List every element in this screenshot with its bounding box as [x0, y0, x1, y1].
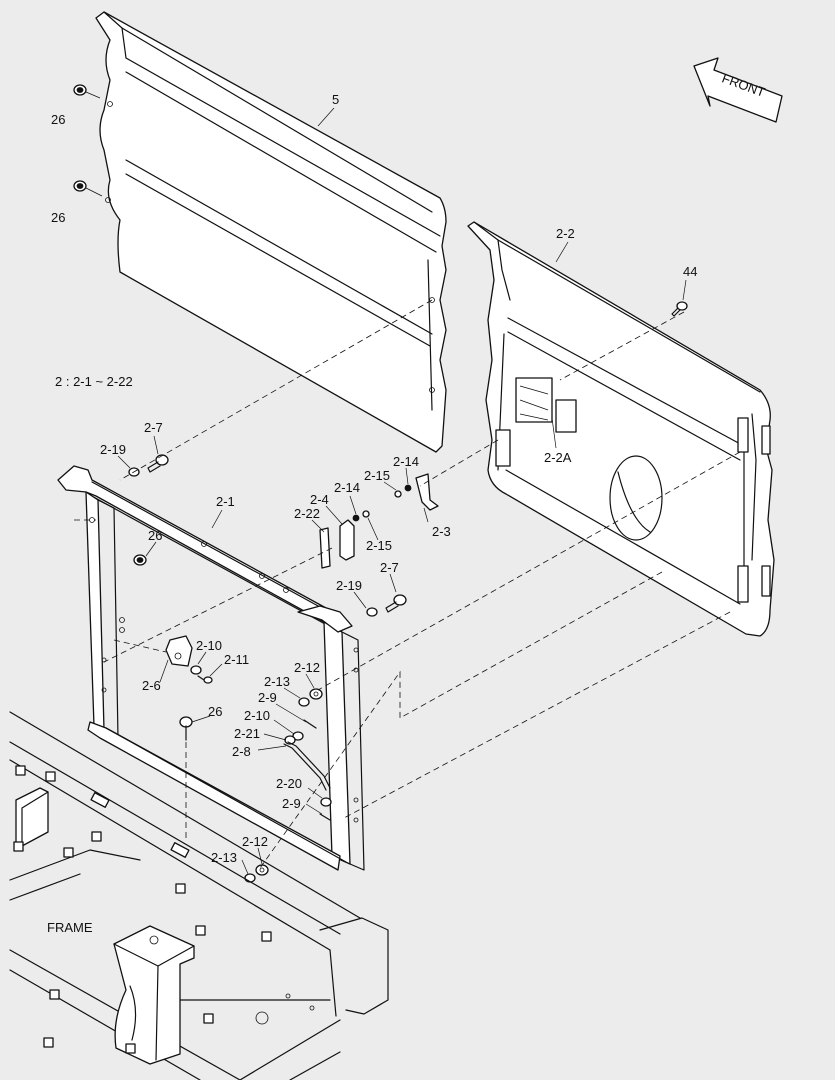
callout-2-11: 2-11: [224, 652, 249, 667]
callout-26-middle: 26: [51, 210, 65, 225]
callout-2-20: 2-20: [276, 776, 302, 791]
rod-2-8: [283, 741, 331, 791]
callout-2-15-right: 2-15: [364, 468, 390, 483]
callout-2-4: 2-4: [310, 492, 329, 507]
callout-2-13-upper: 2-13: [264, 674, 290, 689]
bracket-2-6: [165, 635, 193, 667]
callout-2-15-left: 2-15: [366, 538, 392, 553]
callout-2-2: 2-2: [556, 226, 575, 241]
callout-2-9-upper: 2-9: [258, 690, 277, 705]
front-direction-arrow: FRONT: [693, 57, 783, 123]
callout-2-12-lower: 2-12: [242, 834, 268, 849]
nut-2-13-lower: [244, 873, 256, 883]
leader-lines: [117, 107, 569, 875]
callout-2-8: 2-8: [232, 744, 251, 759]
bolt-44: [671, 279, 688, 317]
callout-2-10-upper: 2-10: [196, 638, 222, 653]
screw-2-15-a: [362, 510, 370, 518]
striker-2-22: [319, 527, 331, 569]
callout-26-frame: 26: [148, 528, 162, 543]
washer-2-12-upper: [309, 688, 323, 700]
callout-2-22: 2-22: [294, 506, 320, 521]
washer-2-10-lower: [292, 731, 304, 741]
callout-labels: 5 26 26 2-2 44 2 : 2-1 ~ 2-22 2-2A 2-7 2…: [47, 92, 697, 935]
bolt-2-11: [197, 675, 213, 684]
bolt-2-7-lower: [385, 594, 407, 613]
bolt-26-middle: [73, 180, 103, 197]
washer-2-20: [320, 797, 332, 807]
callout-2-14-left: 2-14: [334, 480, 360, 495]
callout-2-10-lower: 2-10: [244, 708, 270, 723]
bolt-2-7-upper: [147, 454, 169, 473]
callout-2-1: 2-1: [216, 494, 235, 509]
callout-2-13-lower: 2-13: [211, 850, 237, 865]
callout-2-6: 2-6: [142, 678, 161, 693]
callout-2-21: 2-21: [234, 726, 260, 741]
washer-2-19-lower: [366, 607, 378, 617]
callout-5: 5: [332, 92, 339, 107]
pin-2-9-upper: [303, 719, 317, 729]
washer-2-10-upper: [190, 665, 202, 675]
callout-26-top: 26: [51, 112, 65, 127]
upper-cover-panel: [95, 11, 447, 453]
callout-26-lower: 26: [208, 704, 222, 719]
callout-2-2A: 2-2A: [544, 450, 572, 465]
callout-2-12-upper: 2-12: [294, 660, 320, 675]
callout-2-7-upper: 2-7: [144, 420, 163, 435]
callout-2-9-lower: 2-9: [282, 796, 301, 811]
bolt-26-top: [73, 84, 101, 99]
bracket-2-3: [394, 473, 439, 511]
nut-2-13-upper: [298, 697, 310, 707]
door-panel: [467, 221, 775, 637]
screw-2-14-a: [352, 514, 360, 522]
callout-44: 44: [683, 264, 697, 279]
base-frame: [9, 711, 389, 1080]
callout-2-19-lower: 2-19: [336, 578, 362, 593]
pin-2-9-lower: [319, 813, 331, 821]
callout-2-14-right: 2-14: [393, 454, 419, 469]
group-note: 2 : 2-1 ~ 2-22: [55, 374, 133, 389]
assembly-lines: [74, 299, 741, 869]
callout-2-3: 2-3: [432, 524, 451, 539]
callout-2-19-upper: 2-19: [100, 442, 126, 457]
bolt-26-frame: [133, 554, 147, 566]
support-frame: [57, 465, 365, 871]
bolt-26-lower: [179, 716, 193, 741]
frame-label: FRAME: [47, 920, 93, 935]
washer-2-12-lower: [255, 864, 269, 876]
callout-2-7-lower: 2-7: [380, 560, 399, 575]
latch-2-4: [339, 519, 355, 561]
